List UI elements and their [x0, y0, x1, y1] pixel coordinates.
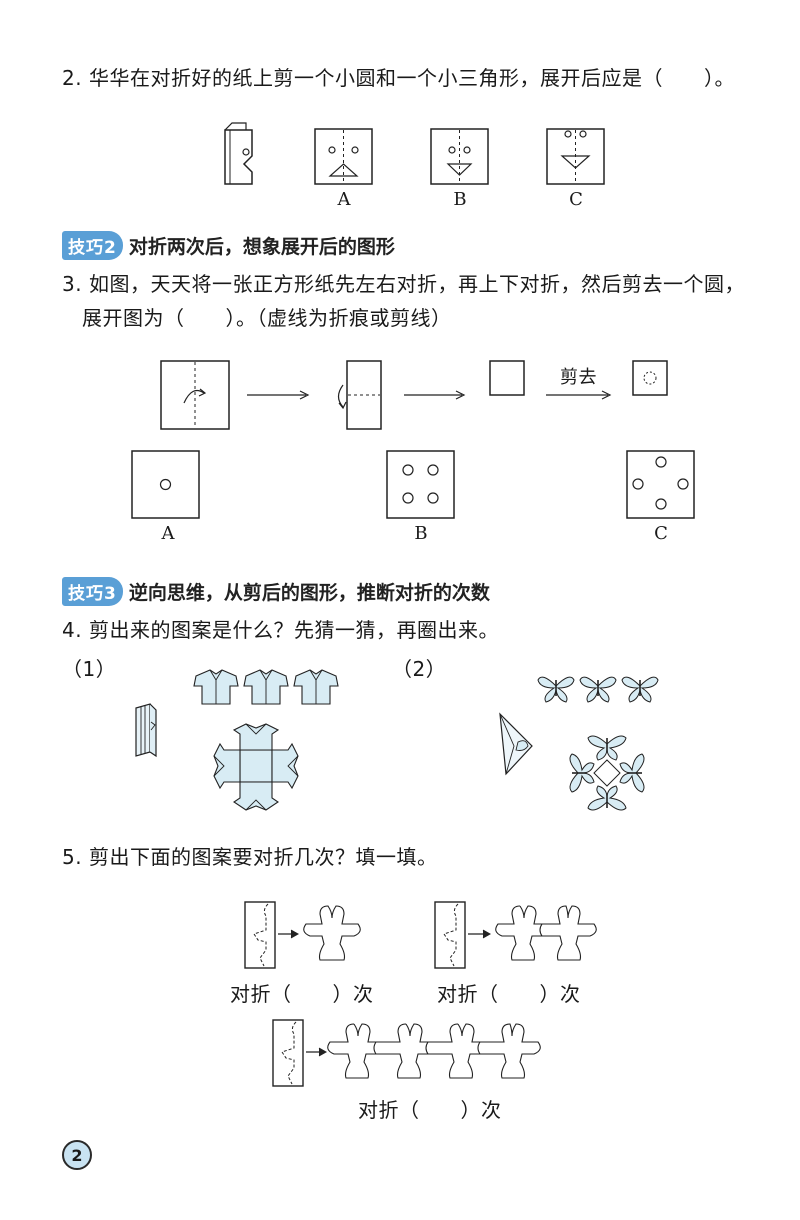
page-number-badge: 2 [62, 1140, 92, 1170]
q2-option-b-figure [430, 128, 489, 185]
q4-2-folded-triangle-figure [499, 712, 533, 776]
q4-1-shirt-row-option[interactable] [193, 668, 342, 708]
q4-part-2-label: （2） [392, 657, 447, 681]
q3-option-c-label[interactable]: C [654, 523, 668, 544]
tip-3-badge: 技巧3 [62, 576, 123, 606]
q3-cut-label: 剪去 [560, 367, 597, 388]
q4-1-folded-paper-figure [135, 703, 157, 758]
q3-option-b-figure [386, 450, 455, 519]
q3-folding-sequence [160, 360, 668, 430]
question-2-text: 2. 华华在对折好的纸上剪一个小圆和一个小三角形，展开后应是（ ）。 [62, 66, 735, 90]
question-5-text: 5. 剪出下面的图案要对折几次？填一填。 [62, 845, 438, 869]
question-3-line-1: 3. 如图，天天将一张正方形纸先左右对折，再上下对折，然后剪去一个圆， [62, 272, 745, 296]
question-4-text: 4. 剪出来的图案是什么？先猜一猜，再圈出来。 [62, 618, 499, 642]
q5-pattern-2-figure [434, 901, 597, 969]
tip-2-badge: 技巧2 [62, 230, 123, 260]
q2-option-c-figure [546, 128, 605, 185]
q5-answer-2[interactable]: 对折（ ）次 [437, 982, 581, 1006]
q2-folded-paper-figure [224, 122, 253, 185]
q4-part-1-label: （1） [62, 657, 117, 681]
q2-option-b-label[interactable]: B [453, 189, 467, 210]
q3-option-a-figure [131, 450, 200, 519]
tip-3-text: 逆向思维，从剪后的图形，推断对折的次数 [128, 581, 490, 604]
q3-option-c-figure [626, 450, 695, 519]
q2-option-a-label[interactable]: A [337, 189, 351, 210]
q3-option-a-label[interactable]: A [161, 523, 175, 544]
q5-pattern-3-figure [272, 1019, 541, 1087]
tip-2-heading: 技巧2 对折两次后，想象展开后的图形 [62, 230, 395, 260]
q5-answer-3[interactable]: 对折（ ）次 [358, 1098, 502, 1122]
tip-3-heading: 技巧3 逆向思维，从剪后的图形，推断对折的次数 [62, 576, 490, 606]
q2-option-a-figure [314, 128, 373, 185]
q5-answer-1[interactable]: 对折（ ）次 [230, 982, 374, 1006]
q4-2-butterfly-row-option[interactable] [536, 670, 660, 704]
q4-1-shirt-cross-option[interactable] [212, 722, 300, 812]
question-3-line-2: 展开图为（ ）。（虚线为折痕或剪线） [82, 306, 452, 330]
q2-option-c-label[interactable]: C [569, 189, 583, 210]
q4-2-butterfly-ring-option[interactable] [564, 730, 650, 816]
tip-2-text: 对折两次后，想象展开后的图形 [128, 235, 395, 258]
q3-option-b-label[interactable]: B [414, 523, 428, 544]
q5-pattern-1-figure [244, 901, 361, 969]
